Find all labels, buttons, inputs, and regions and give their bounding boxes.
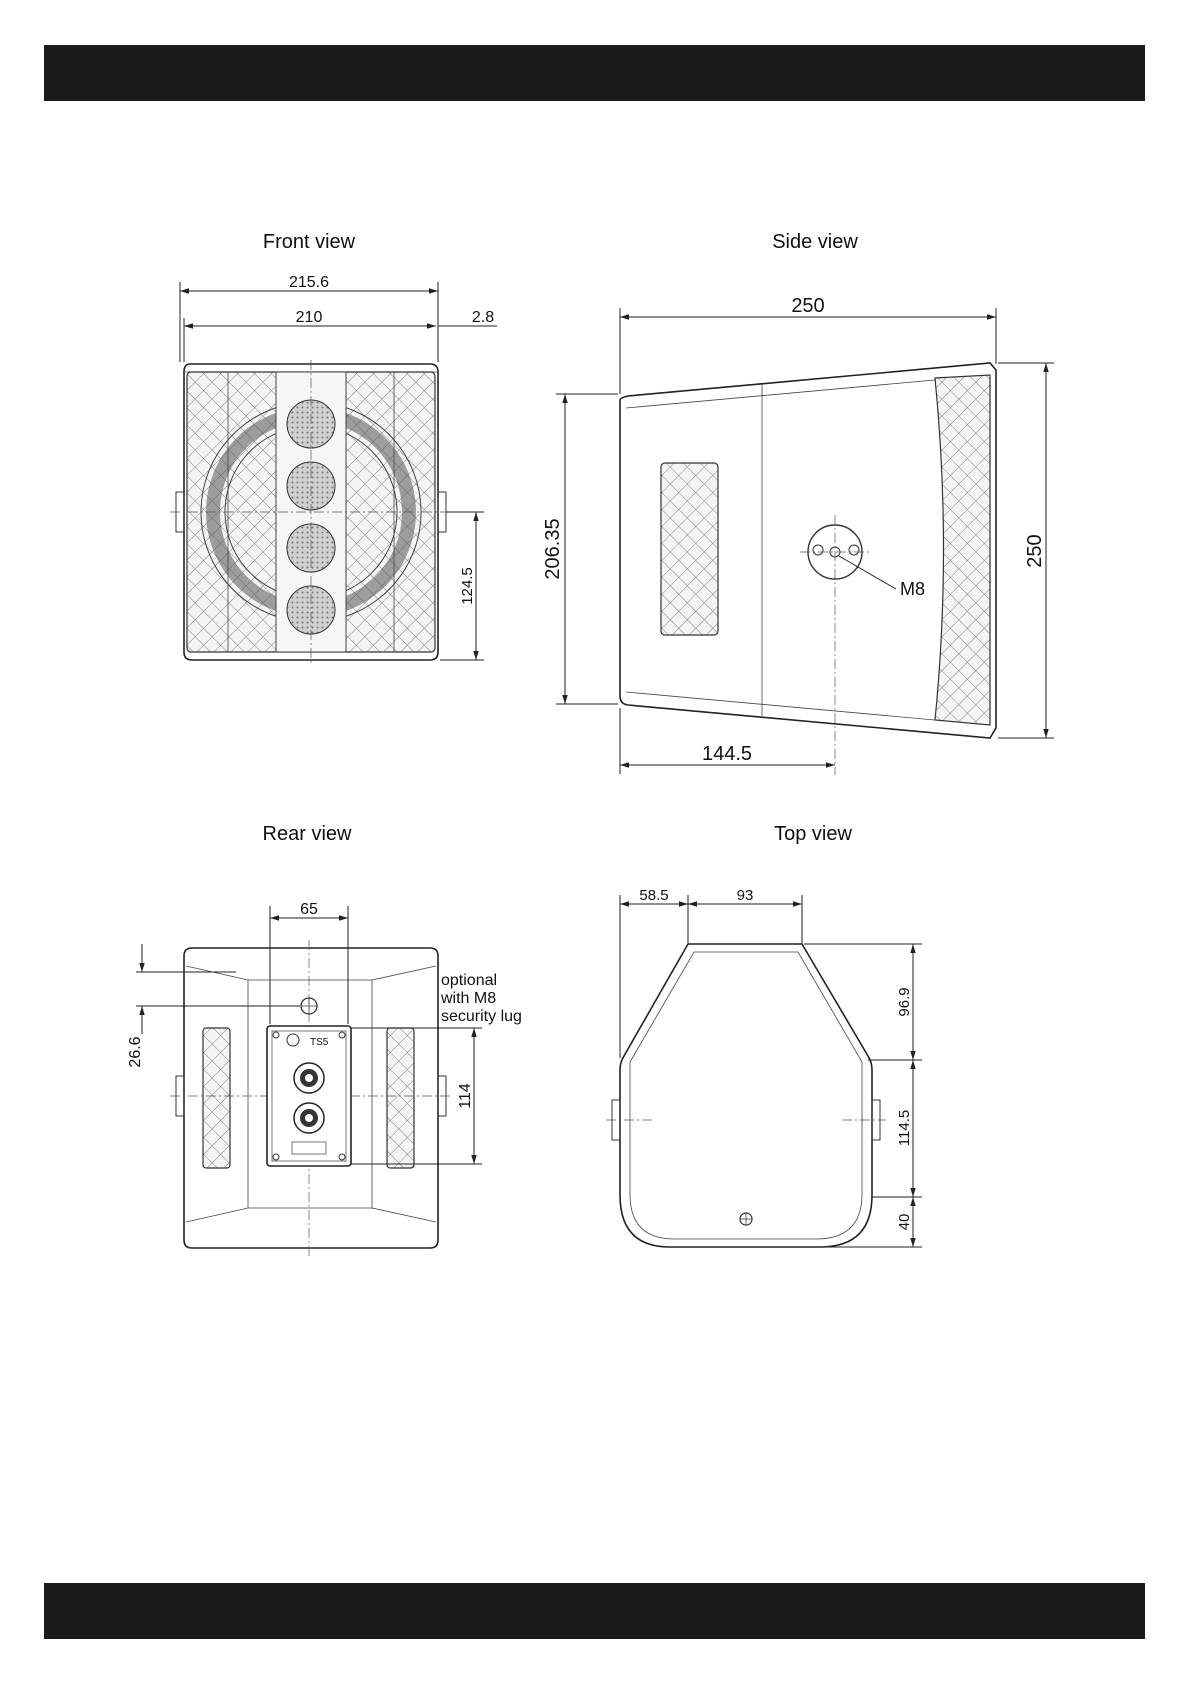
label-lug-line3: security lug	[441, 1008, 522, 1025]
dim-front-overall-width: 215.6	[289, 274, 329, 291]
dim-rear-panel-height: 114	[457, 1083, 474, 1109]
label-m8-thread: M8	[900, 579, 925, 599]
dim-top-rear-depth: 40	[896, 1214, 913, 1231]
label-lug-line2: with M8	[440, 990, 496, 1007]
dim-top-left-offset: 58.5	[639, 887, 668, 904]
dim-top-width: 93	[737, 887, 754, 904]
dim-side-depth: 250	[791, 295, 824, 317]
top-view: 58.5 93 96.9 114.5 40	[606, 887, 922, 1247]
connector-panel: TS5	[267, 1026, 351, 1166]
dim-rear-panel-width: 65	[300, 901, 318, 918]
dim-top-mid-depth: 114.5	[896, 1110, 913, 1146]
dim-front-cabinet-width: 210	[296, 309, 323, 326]
panel-model-label: TS5	[310, 1037, 329, 1048]
dim-front-mount-height: 124.5	[459, 567, 476, 605]
label-lug-line1: optional	[441, 972, 497, 989]
dim-side-rear-height: 250	[1024, 534, 1046, 567]
front-view: 215.6 210 2.8 124.5	[170, 274, 497, 664]
rear-view: TS5 65 26.6 114 optional with M8 securit…	[127, 901, 522, 1258]
dim-top-front-depth: 96.9	[896, 987, 913, 1016]
dim-rear-lug-offset: 26.6	[127, 1036, 144, 1067]
dim-side-mount-depth: 144.5	[702, 743, 752, 765]
m8-mount	[800, 515, 896, 775]
dim-front-offset: 2.8	[472, 309, 494, 326]
side-view: M8 250 206.35 250 144.5	[542, 295, 1054, 775]
dim-side-front-height: 206.35	[542, 518, 564, 579]
